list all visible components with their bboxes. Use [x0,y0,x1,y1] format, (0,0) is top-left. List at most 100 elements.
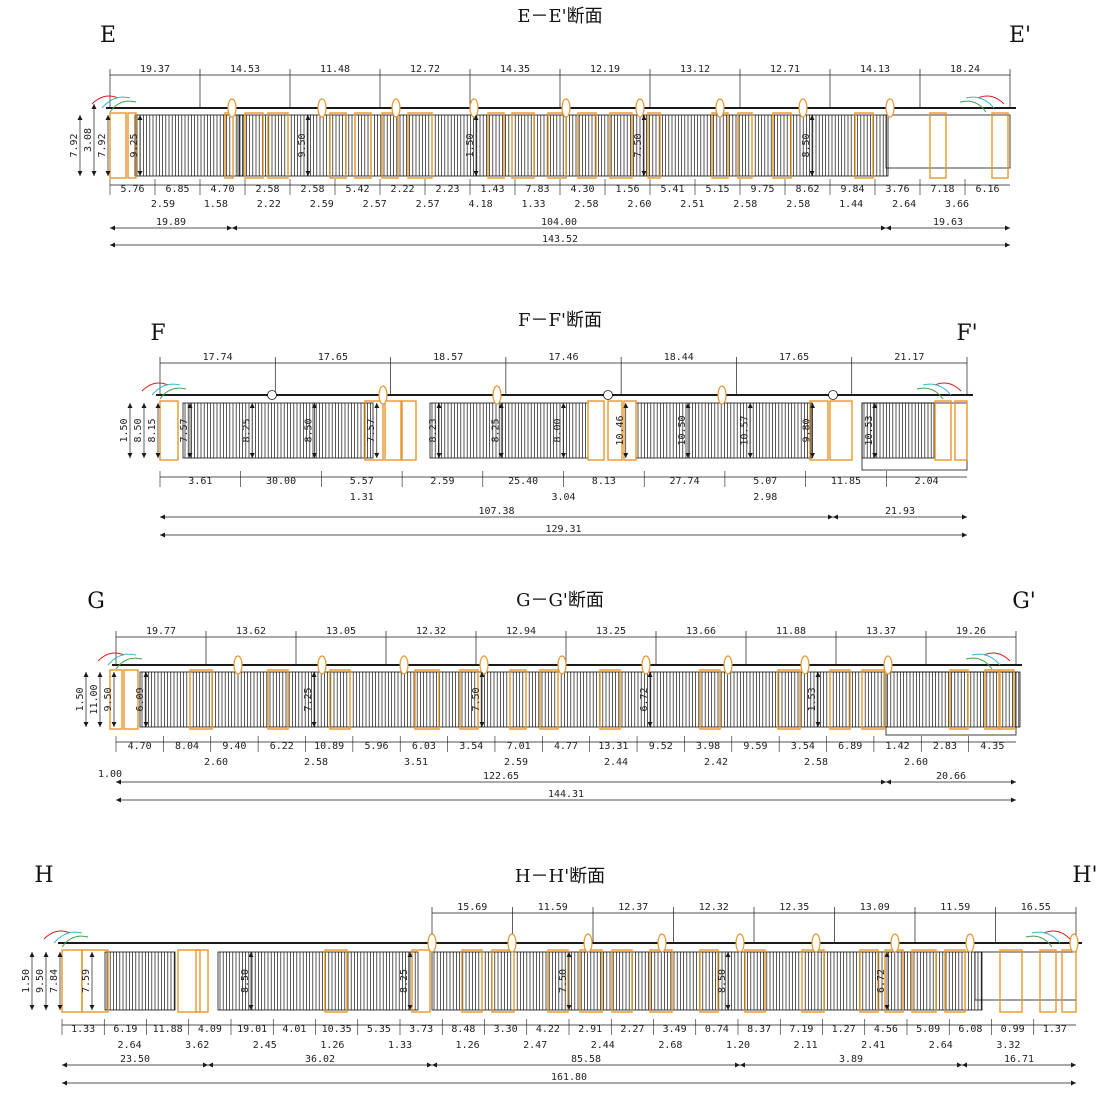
section-end-label: G' [1012,589,1036,614]
vertical-dimension-label: 10.57 [739,415,750,445]
arrowhead [647,672,653,677]
section-start-label: G [87,589,105,614]
arrowhead [160,514,165,520]
arrowhead [57,952,63,957]
segment-outline [104,951,176,1011]
pier-marker [317,98,327,118]
arrowhead [833,514,838,520]
pier-column [777,669,801,730]
vertical-dimension-label: 8.00 [553,418,564,442]
dimension-label: 11.88 [776,626,806,637]
section-title: F－F'断面 [518,310,602,331]
arrowhead [725,952,731,957]
dimension-label: 5.09 [916,1024,940,1035]
dimension-label: 2.44 [604,757,628,768]
arrowhead [312,453,317,458]
dimension-label: 1.56 [615,184,639,195]
pier-column [459,669,479,730]
pier-marker [469,98,479,118]
dimension-label: 2.58 [304,757,328,768]
pier-marker [883,655,893,675]
dimension-label: 1.20 [726,1040,750,1051]
arrowhead [498,403,504,408]
pier-column [744,949,766,1013]
pier-column [954,400,968,461]
pier-marker [267,390,277,400]
arrowhead [91,171,97,176]
dimension-label: 6.22 [270,741,294,752]
arrowhead [137,115,143,120]
vertical-dimension-label: 7.50 [633,133,644,157]
dimension-label: 36.02 [305,1054,335,1065]
arrowhead [641,115,647,120]
pier-column [949,669,969,730]
pier-column [414,669,440,730]
arrowhead [479,672,485,677]
dimension-label: 85.58 [571,1054,601,1065]
dimension-label: 3.73 [409,1024,433,1035]
dimension-label: 18.24 [950,64,980,75]
dimension-label: 2.68 [658,1040,682,1051]
arrowhead [809,171,815,176]
arrowhead [872,403,878,408]
dimension-label: 2.83 [933,741,957,752]
dimension-label: 9.40 [222,741,246,752]
utility-line [1025,935,1053,948]
dimension-label: 21.17 [894,352,924,363]
utility-line [43,930,71,940]
arrowhead [97,722,103,727]
dimension-label: 1.33 [388,1040,412,1051]
arrowhead [884,952,890,957]
dimension-label: 3.54 [791,741,815,752]
arrowhead [89,952,95,957]
dimension-label: 1.00 [98,769,122,780]
pier-marker [557,655,567,675]
pier-column [329,112,347,179]
dimension-label: 12.35 [779,902,809,913]
arrowhead [685,453,691,458]
dimension-label: 12.32 [416,626,446,637]
pier-marker [635,98,645,118]
arrowhead [828,514,833,520]
dimension-label: 19.77 [146,626,176,637]
pier-marker [227,98,237,118]
arrowhead [1071,1080,1076,1086]
dimension-label: 2.58 [733,199,757,210]
arrowhead [725,1005,731,1010]
pier-column [587,400,605,461]
dimension-label: 19.26 [956,626,986,637]
pier-marker [399,655,409,675]
vertical-dimension-label: 1.50 [21,969,32,993]
vertical-dimension-label: 8.50 [304,418,315,442]
arrowhead [141,453,147,458]
dimension-label: 13.37 [866,626,896,637]
pier-marker [965,933,975,953]
vertical-dimension-label: 7.50 [471,687,482,711]
pier-column [509,669,527,730]
dimension-label: 2.23 [435,184,459,195]
dimension-label: 1.33 [71,1024,95,1035]
dimension-label: 1.33 [521,199,545,210]
section-end-label: F' [956,321,977,346]
pier-column [109,112,127,179]
pier-column [267,669,289,730]
pier-column [611,949,633,1013]
dimension-label: 2.51 [680,199,704,210]
dimension-label: 7.18 [930,184,954,195]
vertical-dimension-label: 8.50 [133,418,144,442]
vertical-dimension-label: 10.46 [615,415,626,445]
vertical-dimension-label: 9.50 [103,687,114,711]
dimension-label: 2.58 [255,184,279,195]
arrowhead [1005,242,1010,248]
pier-column [487,112,505,179]
arrowhead [29,952,35,957]
dimension-label: 1.26 [320,1040,344,1051]
arrowhead [498,453,504,458]
pier-marker [317,655,327,675]
vertical-dimension-label: 1.50 [119,418,130,442]
section-start-label: E [100,23,116,48]
arrowhead [407,952,413,957]
arrowhead [227,225,232,231]
dimension-label: 5.96 [364,741,388,752]
pier-column [411,949,431,1013]
